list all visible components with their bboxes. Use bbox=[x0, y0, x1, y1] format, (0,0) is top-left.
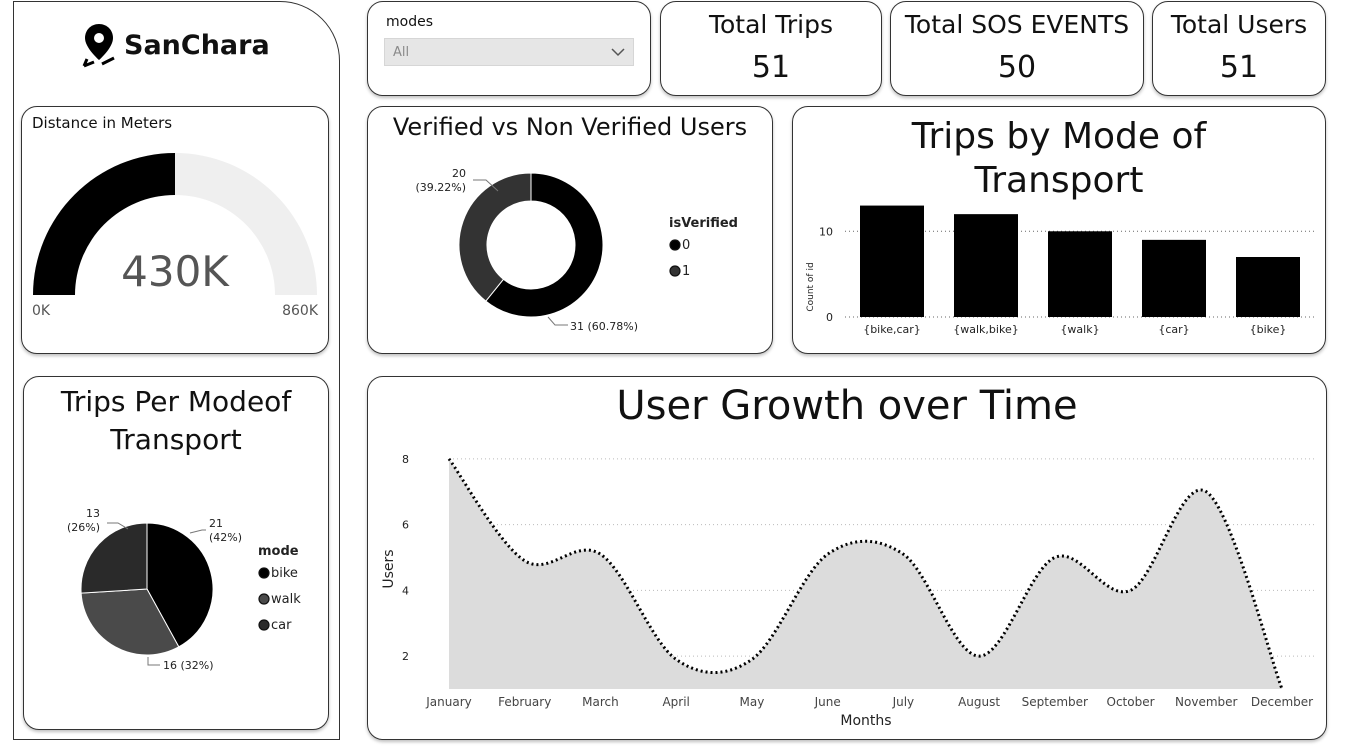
legend-label: walk bbox=[271, 592, 301, 607]
kpi-total-users: Total Users 51 bbox=[1152, 1, 1326, 96]
data-label: 21 bbox=[209, 517, 223, 530]
chart-title: Trips by Mode of Transport bbox=[911, 116, 1207, 201]
data-label: (26%) bbox=[67, 521, 100, 534]
x-tick-label: {walk} bbox=[1060, 323, 1099, 336]
verified-users-donut-card[interactable]: Verified vs Non Verified Users 31 (60.78… bbox=[367, 106, 773, 354]
trips-per-mode-pie-card[interactable]: Trips Per Modeof Transport 21(42%) 16 (32… bbox=[23, 376, 329, 730]
gauge-svg bbox=[33, 153, 317, 295]
y-axis-label: Users bbox=[381, 549, 397, 588]
legend-marker bbox=[258, 567, 270, 579]
brand-name: SanChara bbox=[124, 29, 270, 61]
data-label: (42%) bbox=[209, 531, 242, 544]
gauge-max-label: 860K bbox=[282, 303, 318, 319]
pie-slice-car[interactable] bbox=[80, 522, 148, 594]
legend-label: 1 bbox=[682, 264, 690, 279]
pie-slice-0[interactable] bbox=[485, 172, 604, 318]
x-tick-label: April bbox=[662, 695, 689, 709]
y-tick-label: 10 bbox=[819, 225, 833, 238]
area-fill bbox=[449, 458, 1282, 689]
modes-dropdown[interactable]: All bbox=[384, 38, 634, 66]
kpi-total-trips: Total Trips 51 bbox=[660, 1, 882, 96]
legend-label: car bbox=[271, 618, 292, 633]
x-tick-label: July bbox=[892, 695, 915, 709]
x-tick-label: October bbox=[1107, 695, 1155, 709]
legend-marker bbox=[669, 265, 681, 277]
x-tick-label: January bbox=[425, 695, 472, 709]
y-tick-label: 4 bbox=[402, 584, 409, 597]
pie-slice-walk[interactable] bbox=[80, 588, 180, 656]
y-tick-label: 0 bbox=[826, 311, 833, 324]
x-tick-label: August bbox=[958, 695, 1000, 709]
gauge-hole bbox=[75, 195, 275, 295]
x-tick-label: May bbox=[740, 695, 765, 709]
y-tick-label: 2 bbox=[402, 650, 409, 663]
slicer-label: modes bbox=[386, 14, 433, 30]
dropdown-value: All bbox=[393, 45, 410, 60]
chart-title: User Growth over Time bbox=[616, 383, 1078, 429]
y-tick-label: 8 bbox=[402, 453, 409, 466]
kpi-total-sos-events: Total SOS EVENTS 50 bbox=[890, 1, 1144, 96]
gauge-title: Distance in Meters bbox=[32, 114, 173, 132]
legend-title: isVerified bbox=[669, 216, 738, 231]
brand-logo: SanChara bbox=[80, 22, 270, 68]
bar[interactable] bbox=[1048, 231, 1112, 317]
legend-title: mode bbox=[258, 544, 299, 559]
pie-slice-bike[interactable] bbox=[146, 522, 214, 648]
y-tick-label: 6 bbox=[402, 519, 409, 532]
legend-label: 0 bbox=[682, 238, 690, 253]
donut-chart-svg: 31 (60.78%) 20(39.22%) isVerified 0 1 bbox=[415, 167, 738, 333]
kpi-value: 50 bbox=[997, 50, 1037, 85]
x-axis-label: Months bbox=[840, 713, 891, 729]
x-tick-label: September bbox=[1022, 695, 1088, 709]
chart-title: Verified vs Non Verified Users bbox=[392, 113, 748, 141]
legend-marker bbox=[258, 593, 270, 605]
x-tick-label: {car} bbox=[1158, 323, 1189, 336]
distance-gauge-card[interactable]: Distance in Meters 430K 0K 860K bbox=[21, 106, 329, 354]
legend-marker bbox=[258, 619, 270, 631]
x-tick-label: {bike,car} bbox=[863, 323, 921, 336]
data-label: 31 (60.78%) bbox=[570, 320, 638, 333]
map-pin-icon bbox=[82, 24, 115, 68]
kpi-title: Total Users bbox=[1170, 10, 1308, 39]
modes-slicer-card[interactable]: modes All bbox=[367, 1, 651, 96]
leader-line bbox=[189, 529, 206, 534]
leader-line bbox=[107, 522, 129, 530]
bar[interactable] bbox=[1142, 239, 1206, 317]
leader-line bbox=[473, 179, 499, 192]
gauge-min-label: 0K bbox=[32, 303, 51, 319]
kpi-value: 51 bbox=[751, 50, 791, 85]
x-tick-label: {walk,bike} bbox=[953, 323, 1018, 336]
bar[interactable] bbox=[860, 205, 924, 317]
data-label: 16 (32%) bbox=[163, 659, 214, 672]
chevron-down-icon bbox=[611, 48, 625, 57]
pie-slice-1[interactable] bbox=[458, 172, 532, 302]
data-label: 20 bbox=[452, 167, 466, 180]
kpi-title: Total SOS EVENTS bbox=[904, 10, 1130, 39]
x-tick-label: June bbox=[814, 695, 841, 709]
leader-line bbox=[147, 657, 160, 666]
leader-line bbox=[547, 316, 568, 326]
pie-chart-svg: 21(42%) 16 (32%) 13(26%) mode bike walk car bbox=[67, 507, 301, 672]
x-tick-label: February bbox=[498, 695, 551, 709]
legend-marker bbox=[669, 239, 681, 251]
kpi-value: 51 bbox=[1219, 50, 1259, 85]
data-label: 13 bbox=[86, 507, 100, 520]
data-label: (39.22%) bbox=[415, 181, 466, 194]
x-tick-label: {bike} bbox=[1250, 323, 1287, 336]
legend-label: bike bbox=[271, 566, 298, 581]
kpi-title: Total Trips bbox=[708, 10, 834, 39]
bar[interactable] bbox=[1236, 257, 1300, 317]
x-tick-label: March bbox=[582, 695, 619, 709]
x-tick-label: December bbox=[1251, 695, 1313, 709]
chart-title: Trips Per Modeof Transport bbox=[60, 385, 292, 456]
y-axis-label: Count of id bbox=[806, 262, 816, 311]
x-tick-label: November bbox=[1175, 695, 1237, 709]
gauge-value: 430K bbox=[121, 247, 229, 296]
bar[interactable] bbox=[954, 214, 1018, 317]
